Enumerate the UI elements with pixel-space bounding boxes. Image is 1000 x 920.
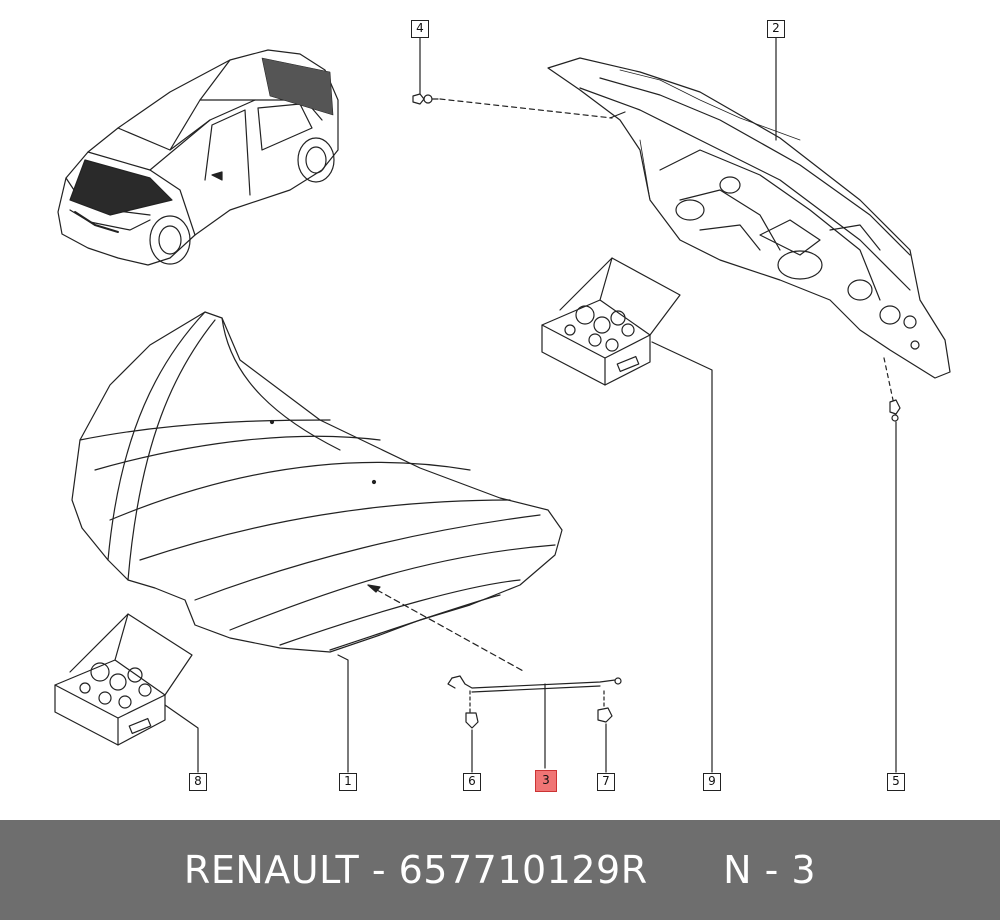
callout-1[interactable]: 1 (339, 773, 357, 791)
position-label: N - 3 (723, 848, 817, 892)
fastener-kit-box-9 (541, 257, 681, 386)
callout-3-highlighted[interactable]: 3 (535, 770, 557, 792)
separator: - (359, 848, 399, 892)
leader-dashed-hood (367, 584, 526, 673)
callout-9[interactable]: 9 (703, 773, 721, 791)
footer-bar: RENAULT - 657710129R N - 3 (0, 820, 1000, 920)
clip-fastener-4 (412, 93, 439, 105)
clip-fastener-6 (465, 689, 479, 729)
hood-panel (71, 311, 563, 653)
hood-insulator-lining (547, 57, 951, 379)
gap (648, 848, 723, 892)
callout-7[interactable]: 7 (597, 773, 615, 791)
hood-support-rod-3 (447, 675, 622, 693)
part-number: 657710129R (398, 848, 648, 892)
leader-dashed-4 (439, 98, 613, 119)
clip-fastener-7 (597, 689, 613, 723)
leader-8 (164, 704, 199, 773)
callout-2[interactable]: 2 (767, 20, 785, 38)
callout-6[interactable]: 6 (463, 773, 481, 791)
brand-name: RENAULT (183, 848, 360, 892)
parts-diagram (54, 37, 951, 773)
clip-fastener-5 (889, 399, 901, 422)
part-caption: RENAULT - 657710129R N - 3 (184, 848, 816, 892)
car-overview-illustration (57, 49, 339, 266)
leader-1 (337, 654, 349, 773)
leader-dashed-5 (883, 357, 894, 401)
callout-4[interactable]: 4 (411, 20, 429, 38)
leader-9 (651, 341, 713, 773)
callout-8[interactable]: 8 (189, 773, 207, 791)
fastener-kit-box-8 (54, 613, 193, 746)
callout-5[interactable]: 5 (887, 773, 905, 791)
